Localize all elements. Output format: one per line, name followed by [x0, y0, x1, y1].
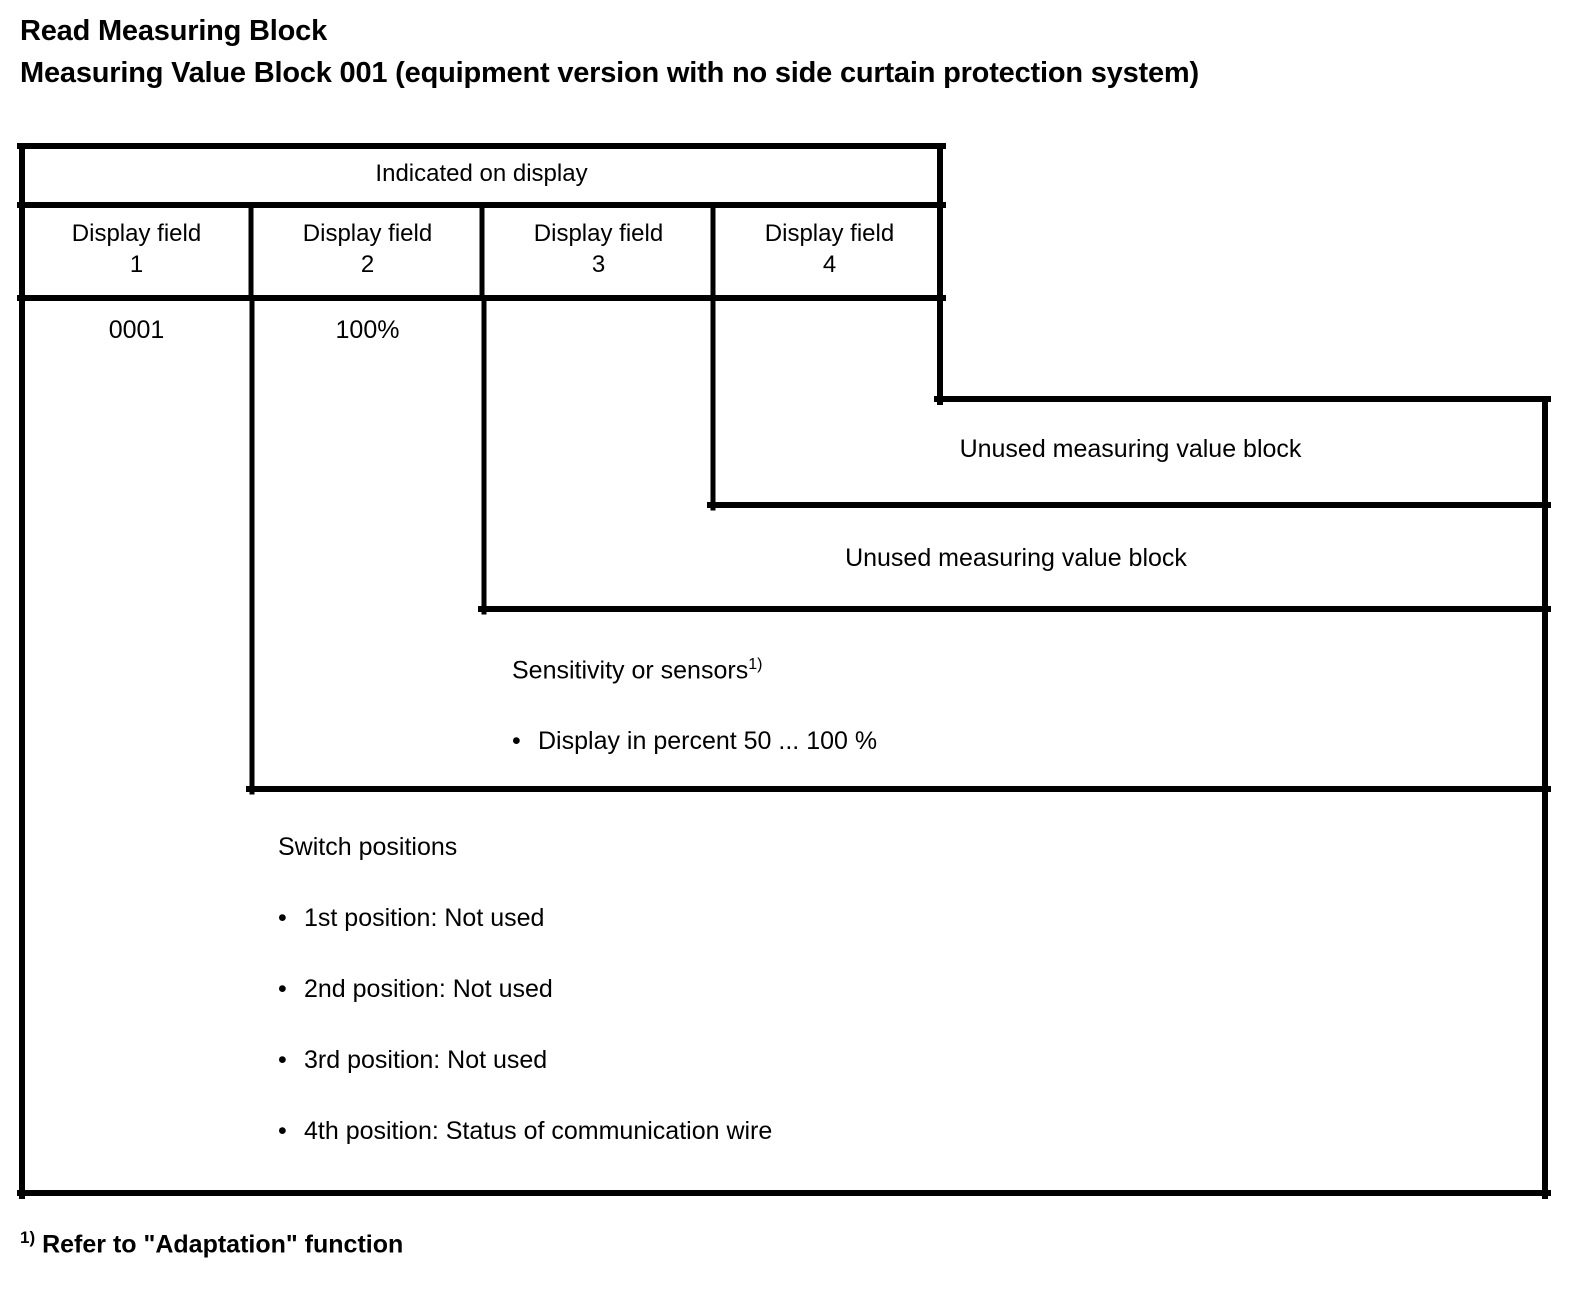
footnote-text: Refer to "Adaptation" function	[42, 1230, 404, 1259]
figure-title: Read Measuring Block Measuring Value Blo…	[20, 10, 1560, 94]
bullet-icon: •	[278, 904, 287, 932]
annotation-field1-bullet-3-text: 3rd position: Not used	[304, 1046, 548, 1074]
annotation-field2-bullet-1: • Display in percent 50 ... 100 %	[512, 727, 877, 756]
column-header-2-label: Display field	[302, 220, 433, 247]
column-header-1: Display field 1	[22, 218, 251, 280]
column-header-4-label: Display field	[764, 220, 895, 247]
bullet-icon: •	[278, 1117, 287, 1145]
column-header-3-label: Display field	[533, 220, 664, 247]
annotation-field2-bullet-1-text: Display in percent 50 ... 100 %	[538, 727, 878, 755]
cell-value-field-1: 0001	[108, 316, 165, 344]
annotation-field1-bullet-2-text: 2nd position: Not used	[304, 975, 553, 1003]
annotation-field3-unused: Unused measuring value block	[845, 544, 1187, 572]
column-header-2-number: 2	[360, 251, 375, 278]
annotation-field2-title-text: Sensitivity or sensors	[512, 656, 749, 685]
column-header-3-number: 3	[591, 251, 606, 278]
annotation-field1-bullet-1: • 1st position: Not used	[278, 904, 544, 933]
column-header-2: Display field 2	[253, 218, 482, 280]
annotation-field2-title: Sensitivity or sensors1)	[512, 656, 762, 685]
column-header-4-number: 4	[822, 251, 837, 278]
annotation-field1-title: Switch positions	[278, 833, 458, 861]
annotation-field1-bullet-4: • 4th position: Status of communication w…	[278, 1117, 772, 1146]
annotation-field1-bullet-1-text: 1st position: Not used	[304, 904, 545, 932]
footnote-marker-field2: 1)	[748, 656, 763, 673]
annotation-field1-bullet-4-text: 4th position: Status of communication wi…	[304, 1117, 773, 1145]
table-main-header: Indicated on display	[375, 160, 588, 187]
cell-value-field-2: 100%	[335, 316, 400, 344]
bullet-icon: •	[512, 727, 521, 755]
annotation-field1-bullet-3: • 3rd position: Not used	[278, 1046, 547, 1075]
footnote-marker: 1)	[20, 1228, 36, 1247]
column-header-3: Display field 3	[484, 218, 713, 280]
annotation-field4-unused: Unused measuring value block	[959, 435, 1302, 463]
title-line-2: Measuring Value Block 001 (equipment ver…	[20, 57, 1199, 89]
column-header-1-number: 1	[129, 251, 144, 278]
bullet-icon: •	[278, 1046, 287, 1074]
footnote: 1) Refer to "Adaptation" function	[20, 1228, 403, 1259]
annotation-field1-bullet-2: • 2nd position: Not used	[278, 975, 553, 1004]
title-line-1: Read Measuring Block	[20, 15, 328, 47]
column-header-4: Display field 4	[715, 218, 944, 280]
column-header-1-label: Display field	[71, 220, 202, 247]
bullet-icon: •	[278, 975, 287, 1003]
